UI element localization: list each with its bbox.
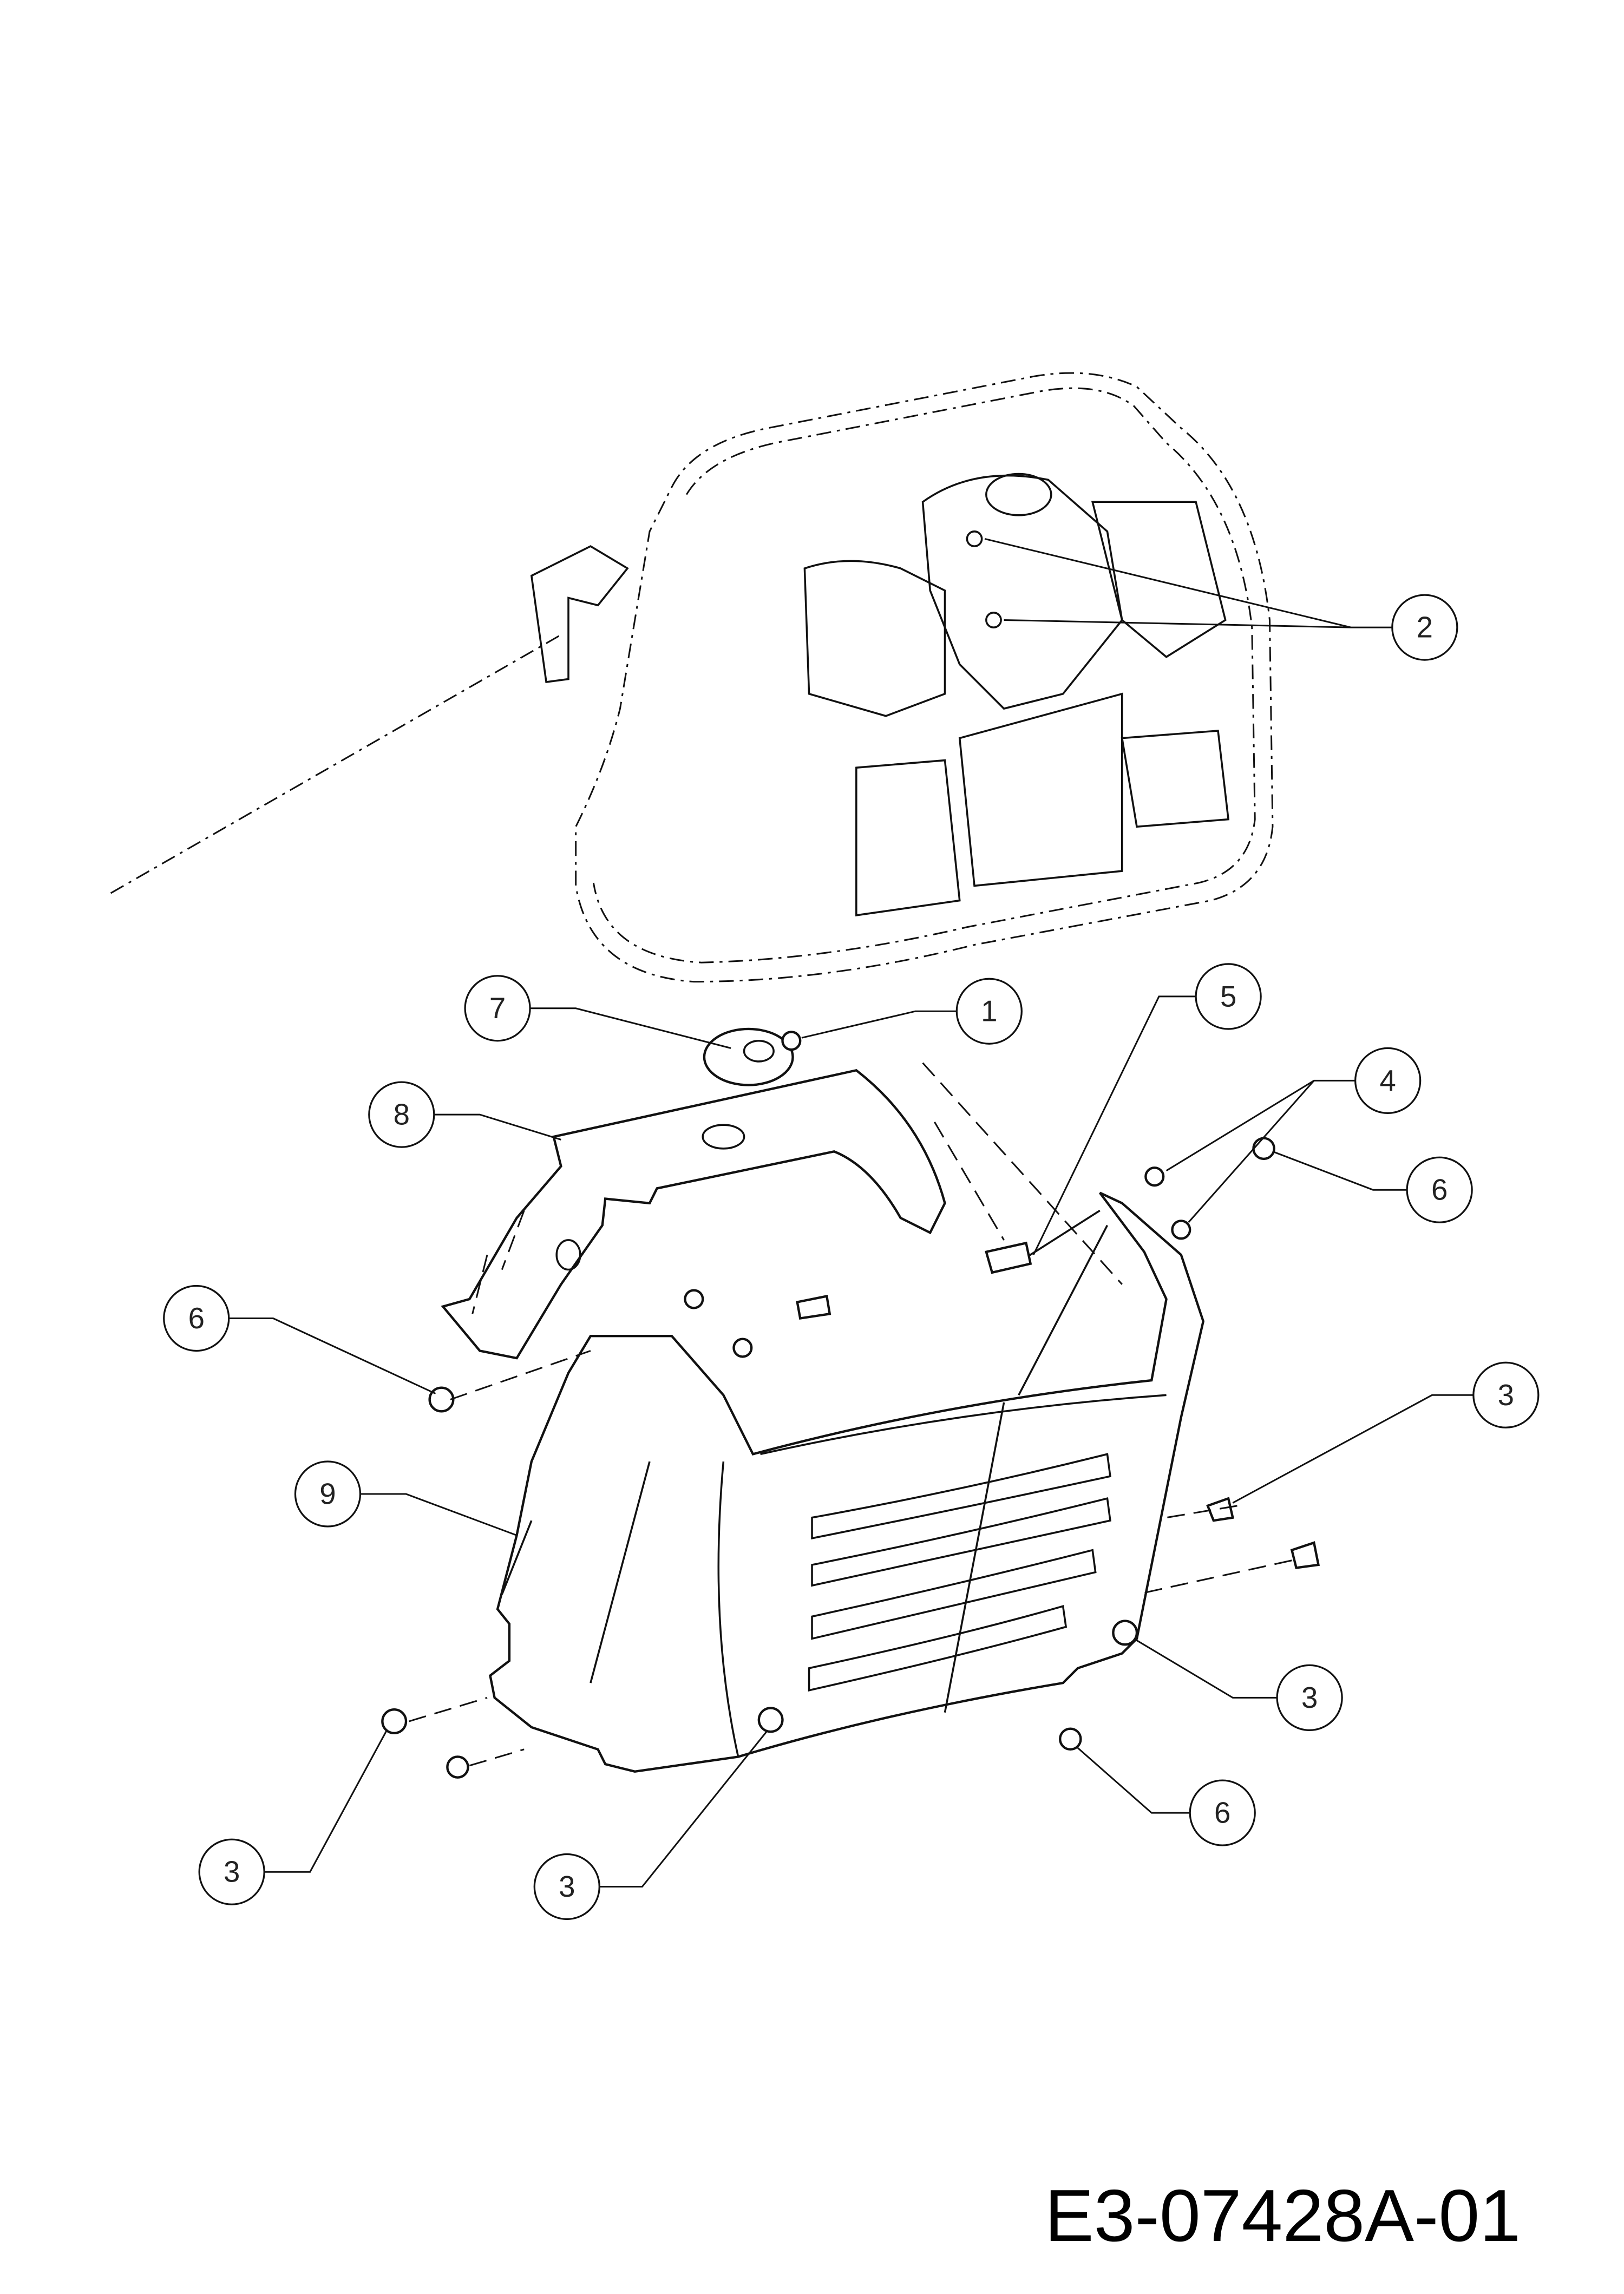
callout-6: 6 [1406,1156,1473,1223]
callout-8: 8 [368,1081,435,1148]
callout-3: 3 [1472,1361,1540,1428]
drawing-code: E3-07428A-01 [1045,2174,1521,2257]
callout-5: 5 [1195,963,1262,1030]
svg-text:3: 3 [559,1870,575,1903]
hardware [381,1027,1320,1779]
front-grille-panel [489,1191,1205,1773]
svg-text:4: 4 [1379,1064,1396,1097]
svg-text:3: 3 [1301,1681,1318,1714]
svg-text:1: 1 [981,995,997,1028]
svg-text:6: 6 [1431,1174,1448,1207]
callout-7: 7 [464,975,531,1042]
callout-3: 3 [533,1853,600,1921]
callout-6: 6 [163,1284,230,1352]
callout-6: 6 [1189,1779,1256,1846]
callout-3: 3 [1276,1664,1343,1732]
svg-text:3: 3 [1498,1379,1514,1412]
callout-1: 1 [955,978,1023,1045]
grille-slots [808,1453,1111,1692]
svg-text:6: 6 [188,1302,205,1335]
svg-text:3: 3 [224,1856,240,1889]
svg-text:8: 8 [394,1098,410,1131]
svg-text:6: 6 [1214,1797,1230,1830]
callout-2: 2 [1391,594,1458,661]
callout-9: 9 [294,1460,362,1528]
mounting-bracket [441,1062,1123,1360]
hood-assembly [110,372,1274,983]
svg-text:9: 9 [319,1478,336,1511]
svg-text:2: 2 [1417,611,1433,644]
callout-3: 3 [198,1838,265,1905]
callout-4: 4 [1354,1047,1422,1115]
leader-lines [228,538,1474,1887]
svg-text:5: 5 [1220,980,1236,1013]
svg-text:7: 7 [489,992,506,1025]
